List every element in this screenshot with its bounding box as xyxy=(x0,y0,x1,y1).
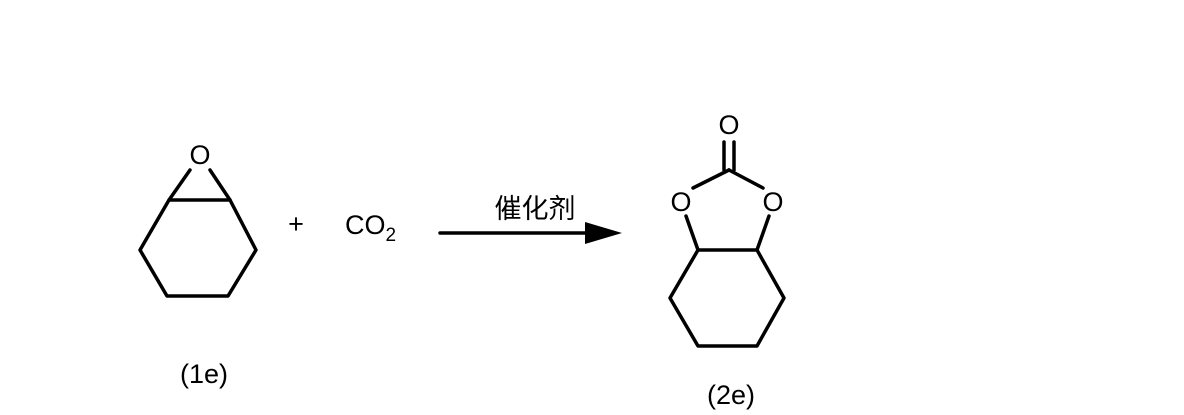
epoxide-bond-right xyxy=(210,170,230,200)
reaction-arrow: 催化剂 xyxy=(440,194,622,244)
carbonate-bond-right xyxy=(729,170,763,188)
carbon-dioxide-formula: CO2 xyxy=(345,210,396,246)
co-text: CO xyxy=(345,210,386,240)
epoxide-bond-left xyxy=(169,170,190,200)
oxygen-carbon-bond-left xyxy=(686,216,698,250)
product-cyclohexene-carbonate: O O O (2e) xyxy=(670,110,784,410)
catalyst-label: 催化剂 xyxy=(495,194,576,225)
plus-sign: + xyxy=(288,209,304,239)
arrow-head xyxy=(585,222,622,244)
carbonate-bond-left xyxy=(693,170,729,188)
subscript-two: 2 xyxy=(386,225,397,246)
reactant-cyclohexene-oxide: O (1e) xyxy=(140,140,256,389)
ring-oxygen-right-atom: O xyxy=(762,187,783,217)
epoxide-oxygen-atom: O xyxy=(189,140,210,170)
cyclohexane-ring-2e xyxy=(670,250,784,346)
compound-label-1e: (1e) xyxy=(180,359,228,389)
oxygen-carbon-bond-right xyxy=(757,216,769,250)
ring-oxygen-left-atom: O xyxy=(670,187,691,217)
cyclohexane-ring-1e xyxy=(140,200,256,296)
carbonyl-oxygen-atom: O xyxy=(718,110,739,140)
compound-label-2e: (2e) xyxy=(707,380,755,410)
